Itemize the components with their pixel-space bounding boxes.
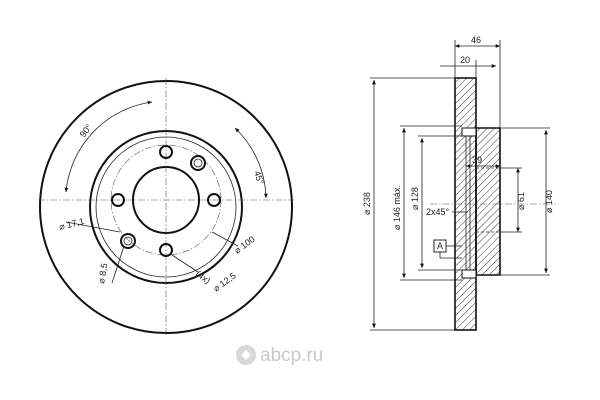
dim-61-label: ⌀ 61: [516, 192, 526, 210]
hole-diameter-label: ⌀ 17,1: [58, 216, 85, 232]
datum-label: A: [437, 241, 443, 251]
angle-90-arc: [64, 100, 153, 193]
dim-46-label: 46: [471, 35, 481, 45]
bolt-hole: [207, 193, 221, 207]
dim-238-label: ⌀ 238: [362, 192, 372, 215]
leader-hole-diameter: [65, 221, 121, 233]
threaded-hole: [190, 155, 206, 171]
hat-section: [475, 127, 501, 276]
section-view: 46 20 ⌀ 238 ⌀ 146 máx. ⌀ 128 39 2x45° ⌀ …: [362, 35, 556, 331]
dim-140-label: ⌀ 140: [544, 190, 554, 213]
angle-45-arc: [234, 127, 268, 199]
hat-face-bottom: [461, 269, 477, 279]
dim-20-label: 20: [460, 55, 470, 65]
hat-face-top: [461, 127, 477, 137]
leader-small-hole: [111, 245, 125, 284]
exist-logo-icon: [236, 345, 256, 365]
watermark-text: abcp.ru: [260, 345, 323, 366]
bolt-hole: [111, 193, 125, 207]
bolt-hole: [159, 145, 173, 159]
dim-146-label: ⌀ 146 máx.: [392, 185, 402, 230]
small-hole-label: ⌀ 8,5: [96, 262, 109, 284]
angle-45-label: 45°: [252, 170, 266, 186]
watermark: abcp.ru: [236, 345, 323, 366]
chamfer-label: 2x45°: [426, 207, 450, 217]
threaded-hole-inner: [193, 158, 203, 168]
angle-90-label: 90°: [78, 122, 95, 139]
threaded-hole: [120, 233, 136, 249]
leader-bolt-circle: [211, 231, 239, 247]
threaded-hole-inner: [123, 236, 133, 246]
bolt-hole: [159, 243, 173, 257]
front-view: 90° 45° ⌀ 17,1 ⌀ 8,5 ⌀ 100 (4x) ⌀ 12,5: [38, 78, 294, 336]
dim-39-label: 39: [472, 155, 482, 165]
dim-128-label: ⌀ 128: [410, 187, 420, 210]
leader-holes: [171, 254, 199, 273]
hole-size-label: ⌀ 12,5: [211, 271, 237, 294]
